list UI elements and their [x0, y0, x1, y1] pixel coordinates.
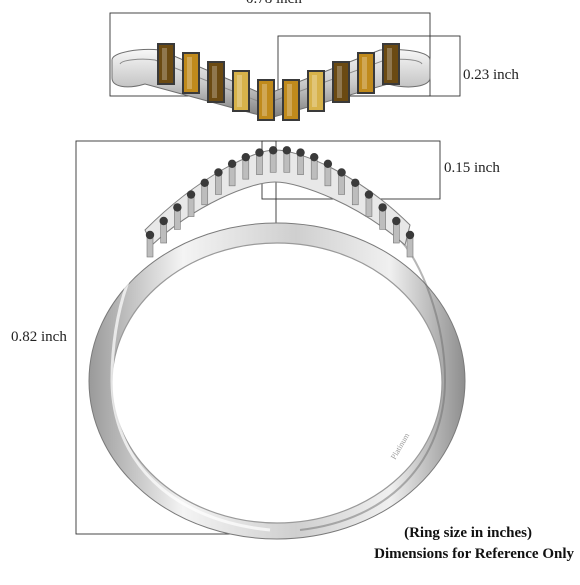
- baguette-stone: [257, 79, 275, 121]
- caption-ring-size: (Ring size in inches): [404, 525, 532, 541]
- baguette-stone: [357, 52, 375, 94]
- prong: [323, 159, 333, 187]
- baguette-stone: [157, 43, 175, 85]
- ring-top-view: [111, 43, 431, 121]
- baguette-stone: [307, 70, 325, 112]
- prong: [364, 190, 374, 217]
- prong-settings-front: [145, 146, 415, 258]
- prong: [268, 146, 278, 173]
- prong: [296, 148, 305, 175]
- prong: [227, 159, 237, 187]
- prong: [351, 178, 360, 206]
- total-height-label: 0.82 inch: [11, 329, 67, 345]
- top-height-dimension-box: [277, 35, 461, 97]
- prong: [310, 152, 319, 180]
- top-height-label: 0.23 inch: [463, 67, 519, 83]
- stone-height-label: 0.15 inch: [444, 160, 500, 176]
- prong: [405, 230, 415, 258]
- prong: [392, 216, 401, 244]
- width-label: 0.78 inch: [246, 0, 302, 8]
- prong: [282, 146, 292, 173]
- baguette-stone: [207, 61, 225, 103]
- baguette-stone: [382, 43, 400, 85]
- prong: [378, 203, 387, 230]
- prong: [173, 203, 182, 230]
- prong: [337, 168, 346, 195]
- baguette-stone: [332, 61, 350, 103]
- baguette-stone: [282, 79, 300, 121]
- prong: [241, 152, 250, 180]
- prong: [255, 148, 264, 175]
- prong: [159, 216, 168, 244]
- prong: [186, 190, 196, 217]
- prong: [145, 230, 155, 258]
- prong: [214, 168, 223, 195]
- baguette-stone: [182, 52, 200, 94]
- baguette-stone: [232, 70, 250, 112]
- baguette-stones-top: [157, 43, 400, 121]
- prong: [200, 178, 209, 206]
- ring-front-view: Platinum: [88, 146, 466, 540]
- caption-reference: Dimensions for Reference Only: [374, 546, 574, 562]
